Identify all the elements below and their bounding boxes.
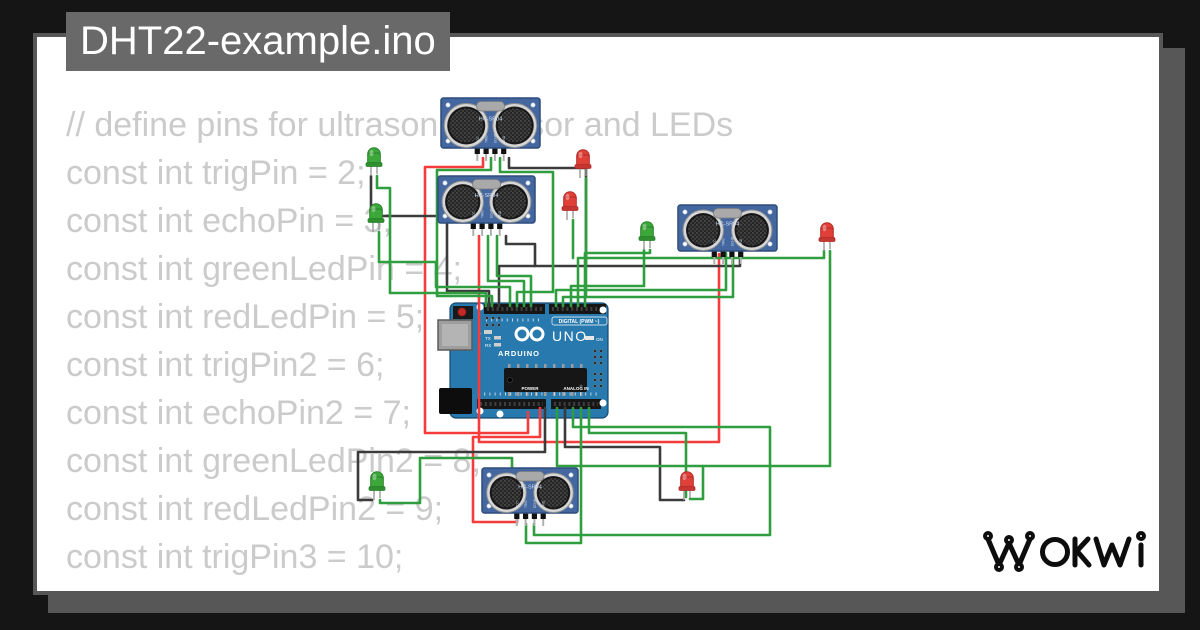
digital-label: DIGITAL (PWM ~) <box>559 319 600 325</box>
sensor-model-label: HC-SR04 <box>716 222 740 228</box>
sensor-model-label: HC-SR04 <box>479 117 503 123</box>
wire-black <box>563 406 686 502</box>
on-label: ON <box>596 337 603 342</box>
wokwi-logo-graphic <box>983 531 1146 572</box>
arduino-uno-board: DIGITAL (PWM ~) L TX RX UNO ON ARDUINO <box>437 302 609 419</box>
crystal-oscillator <box>515 471 545 482</box>
wire-green <box>555 406 705 468</box>
led-red <box>574 149 592 178</box>
arduino-infinity-logo <box>514 326 545 342</box>
wire-green <box>554 251 728 308</box>
wire-green <box>435 156 494 308</box>
wire-red <box>477 234 721 444</box>
led-green <box>638 221 656 250</box>
wire-red <box>423 156 530 435</box>
sensor-pin-label: ECHO <box>730 236 734 246</box>
sensor-pin-label: TRIG <box>722 238 726 246</box>
code-line: const int echoPin3 = 11; <box>66 581 733 591</box>
code-line: const int redLedPin2 = 9; <box>66 490 444 528</box>
crystal-oscillator <box>476 101 505 112</box>
wire-green <box>561 251 735 308</box>
sensor-pin-label: TRIG <box>481 210 485 218</box>
code-line: const int greenLedPin2 = 8; <box>66 442 481 480</box>
sensor-pin-label: ECHO <box>533 498 537 508</box>
wokwi-logo <box>978 523 1154 575</box>
power-header <box>477 399 546 409</box>
led-red <box>818 222 836 251</box>
sensor-model-label: HC-SR04 <box>518 484 542 490</box>
digital-header-left <box>484 304 545 314</box>
analog-label: ANALOG IN <box>563 386 588 391</box>
sensor-pin-label: GND <box>542 500 546 508</box>
wire-green <box>378 456 514 505</box>
led-red <box>561 191 579 220</box>
wire-green <box>524 406 583 545</box>
arduino-brand-label: ARDUINO <box>498 349 540 358</box>
wire-green <box>495 234 533 308</box>
wire-black <box>504 234 537 268</box>
sensor-pin-label: VCC <box>713 239 717 246</box>
sensor-pin-label: TRIG <box>485 135 489 143</box>
sensor-pin-label: ECHO <box>493 133 497 143</box>
wires-layer <box>356 156 832 545</box>
wire-green <box>587 406 688 499</box>
atmega-chip <box>504 364 587 396</box>
sensor-pin-label: GND <box>739 238 743 246</box>
tx-label: TX <box>485 336 491 341</box>
wire-green <box>569 248 646 308</box>
sensor-pin-label: GND <box>498 210 502 218</box>
rx-label: RX <box>485 343 491 348</box>
wire-green <box>486 234 526 308</box>
sensor-pin-label: GND <box>502 135 506 143</box>
code-line: const int greenLedPin = 4; <box>66 250 462 288</box>
icsp-header-right <box>593 349 603 388</box>
crystal-oscillator <box>472 179 501 190</box>
wire-green <box>688 249 832 501</box>
code-line: const int trigPin = 2; <box>66 154 366 192</box>
analog-header <box>551 399 601 409</box>
sensor-pin-label: VCC <box>515 501 519 508</box>
wire-green <box>498 156 555 308</box>
crystal-oscillator <box>713 208 742 219</box>
code-line: const int redLedPin = 5; <box>66 298 425 336</box>
led-green <box>368 471 386 500</box>
code-line: const int echoPin2 = 7; <box>66 394 411 432</box>
power-jack <box>439 388 472 414</box>
sensor-pin-label: TRIG <box>524 500 528 508</box>
wire-green <box>576 249 826 308</box>
led-green <box>367 203 385 232</box>
code-preview: // define pins for ultrasonic sensor and… <box>66 101 733 591</box>
code-line: const int trigPin2 = 6; <box>66 346 385 384</box>
led-l-label: L <box>479 330 482 335</box>
uno-label: UNO <box>552 328 588 344</box>
wire-green <box>532 406 772 537</box>
sketch-filename: DHT22-example.ino <box>66 12 450 71</box>
led-red <box>678 471 696 500</box>
icsp-header-top <box>485 316 501 327</box>
sensor-model-label: HC-SR04 <box>475 193 499 199</box>
led-green <box>365 147 383 176</box>
sensor-pin-label: ECHO <box>489 208 493 218</box>
wire-black <box>356 406 547 502</box>
sensor-pin-label: VCC <box>472 211 476 218</box>
canvas-card: // define pins for ultrasonic sensor and… <box>33 33 1163 595</box>
sensor-pin-label: VCC <box>476 136 480 143</box>
code-line: const int trigPin3 = 10; <box>66 538 404 576</box>
circuit-canvas: DIGITAL (PWM ~) L TX RX UNO ON ARDUINO <box>356 97 836 545</box>
power-label: POWER <box>521 386 539 391</box>
